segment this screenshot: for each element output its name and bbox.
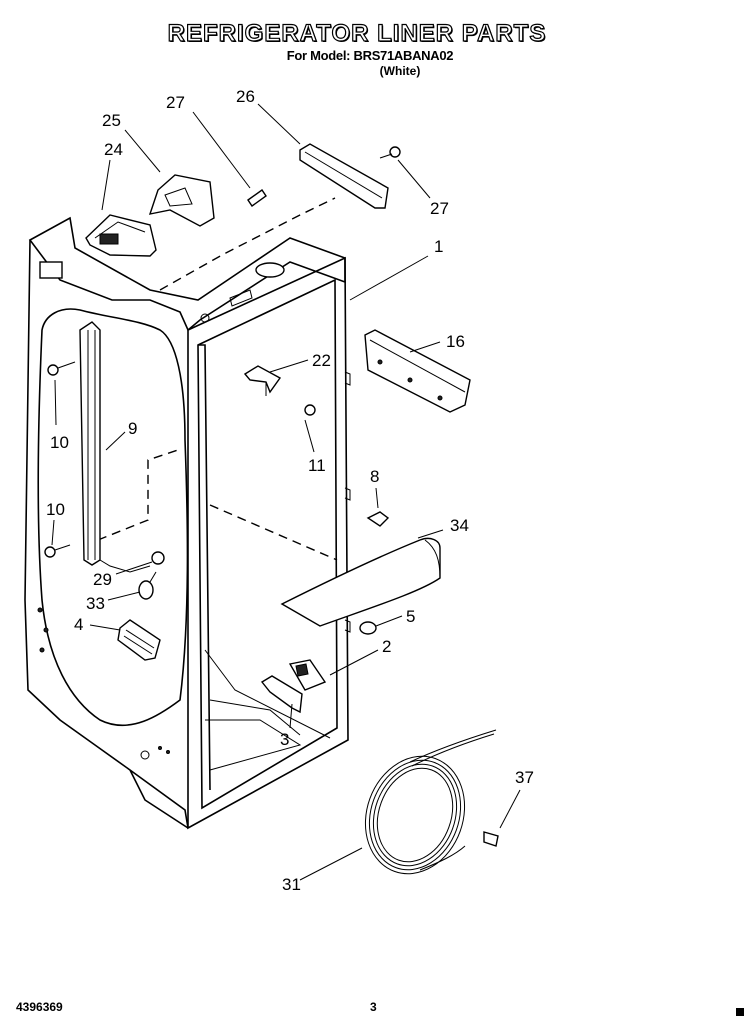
callout-9: 9: [128, 419, 137, 438]
callout-8: 8: [370, 467, 379, 486]
screw-10-upper: [47, 361, 76, 376]
part-24-light-housing: [85, 214, 157, 257]
callout-37: 37: [515, 768, 534, 787]
callout-numbers: 27 26 25 24 27 1 16 22 10 9 11 8 34 10 2…: [46, 87, 534, 894]
scan-mark: [736, 1008, 744, 1016]
callout-25: 25: [102, 111, 121, 130]
part-34-shield: [280, 537, 441, 627]
callout-5: 5: [406, 607, 415, 626]
liner-body: [24, 197, 351, 830]
callout-26: 26: [236, 87, 255, 106]
part-9-channel: [79, 321, 101, 566]
callout-10-upper: 10: [50, 433, 69, 452]
page-number: 3: [370, 1000, 377, 1014]
callout-10-lower: 10: [46, 500, 65, 519]
screw-11: [304, 404, 316, 416]
part-25-bracket: [148, 174, 215, 227]
part-33-bulb: [138, 571, 157, 600]
callout-4: 4: [74, 615, 83, 634]
part-22-bracket: [243, 365, 282, 396]
callout-29: 29: [93, 570, 112, 589]
screw-27-right: [379, 146, 401, 159]
callout-33: 33: [86, 594, 105, 613]
part-37-fitting: [483, 831, 499, 847]
color-line: (White): [379, 64, 421, 78]
doc-number: 4396369: [16, 1000, 63, 1014]
callout-31: 31: [282, 875, 301, 894]
model-line: For Model: BRS71ABANA02: [286, 48, 454, 63]
part-16-rail: [364, 329, 471, 413]
callout-27-left: 27: [166, 93, 185, 112]
callout-1: 1: [434, 237, 443, 256]
callout-34: 34: [450, 516, 469, 535]
part-5-nut: [359, 621, 377, 635]
screw-27-left: [247, 189, 267, 207]
leader-lines: [51, 103, 521, 881]
callout-16: 16: [446, 332, 465, 351]
callout-27-right: 27: [430, 199, 449, 218]
part-4-grille: [117, 619, 161, 661]
callout-3: 3: [280, 730, 289, 749]
part-26-rail: [299, 143, 389, 209]
diagram-title: REFRIGERATOR LINER PARTS: [167, 19, 547, 47]
part-8-fastener: [366, 511, 390, 527]
callout-24: 24: [104, 140, 123, 159]
callout-11: 11: [308, 456, 326, 475]
part-31-tubing: [364, 729, 497, 875]
callout-2: 2: [382, 637, 391, 656]
part-2-bracket: [288, 659, 327, 691]
part-29-clip: [99, 551, 165, 573]
callout-22: 22: [312, 351, 331, 370]
screw-10-lower: [44, 544, 71, 558]
part-3-clip: [260, 675, 303, 714]
